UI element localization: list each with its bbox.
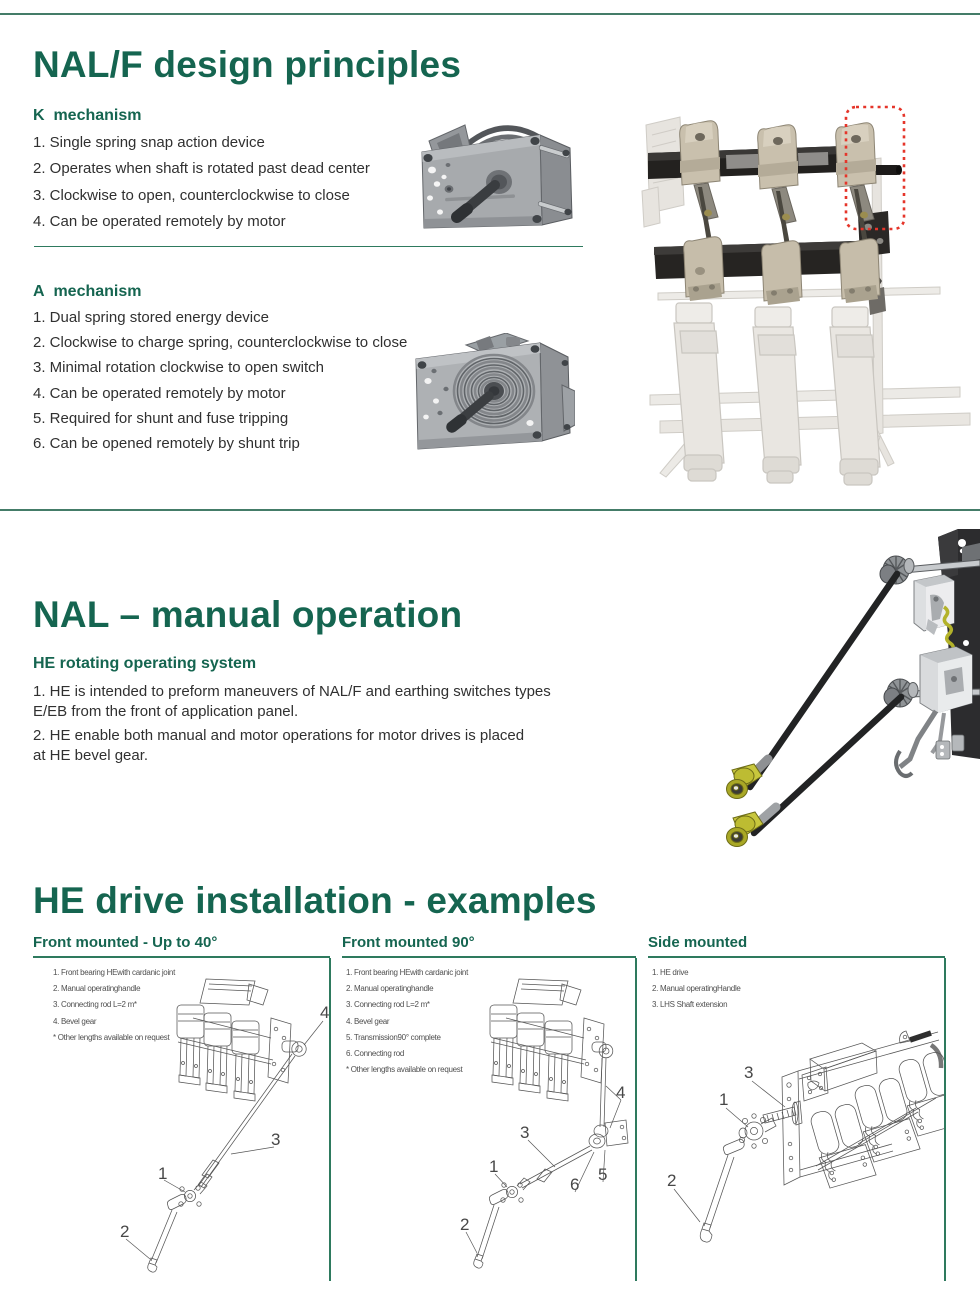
svg-text:2: 2 [460,1215,469,1234]
svg-text:2: 2 [120,1222,129,1241]
svg-text:1: 1 [489,1157,498,1176]
svg-text:3: 3 [744,1063,753,1082]
svg-text:6: 6 [570,1175,579,1194]
svg-text:3: 3 [271,1130,280,1149]
svg-text:4: 4 [616,1083,625,1102]
svg-text:1: 1 [719,1090,728,1109]
svg-text:4: 4 [320,1003,329,1022]
svg-text:3: 3 [520,1123,529,1142]
svg-text:2: 2 [667,1171,676,1190]
svg-text:1: 1 [158,1164,167,1183]
svg-text:5: 5 [598,1165,607,1184]
